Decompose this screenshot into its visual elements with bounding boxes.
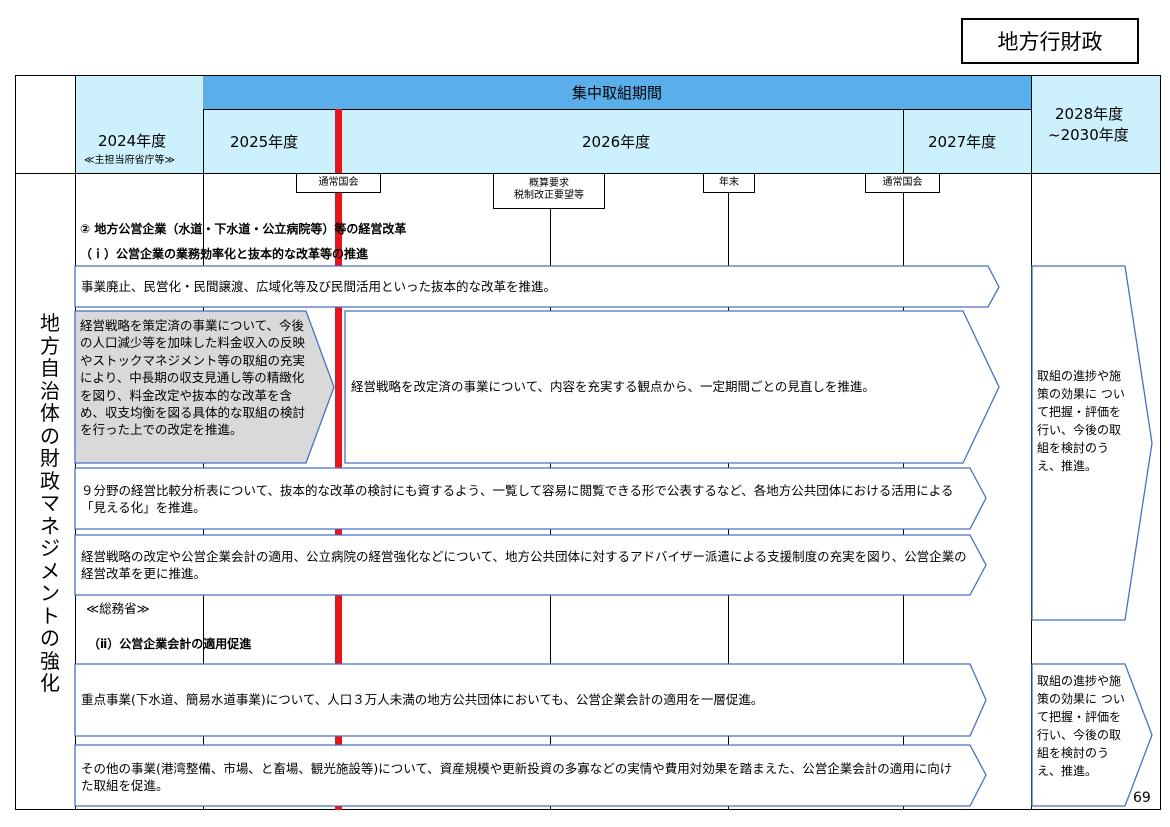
arrow-shape-2 <box>344 310 1000 464</box>
milestone-ordinary-diet-2: 通常国会 <box>865 173 940 193</box>
side-arrow-shape-1 <box>1031 265 1153 621</box>
fy2024-label: 2024年度 <box>98 132 167 150</box>
side-arrow-shape-2 <box>1031 663 1153 807</box>
fy2027-label: 2027年度 <box>928 133 997 151</box>
arrow-text-5: 重点事業(下水道、簡易水道事業)について、人口３万人未満の地方公共団体においても… <box>81 692 764 707</box>
fy2024-sub-label: ≪主担当府省庁等≫ <box>84 155 175 166</box>
arrow-shape-3 <box>74 467 987 530</box>
fy2025-label: 2025年度 <box>230 133 299 151</box>
table-frame <box>15 75 1161 810</box>
focus-period-label: 集中取組期間 <box>571 84 662 102</box>
current-date-red-line <box>335 109 342 810</box>
arrow-text-1: 事業廃止、民営化・民間譲渡、広域化等及び民間活用といった抜本的な改革を推進。 <box>81 279 557 294</box>
arrow-shape-6 <box>74 744 987 807</box>
side-text-1: 取組の進捗や施策の効果に ついて把握・評価を行い、今後の取組を検討のうえ、推進。 <box>1037 369 1125 473</box>
arrow-shape-1 <box>74 265 1000 308</box>
arrow-shape-5 <box>74 663 987 737</box>
arrow-text-2: 経営戦略を改定済の事業について、内容を充実する観点から、一定期間ごとの見直しを推… <box>351 379 875 394</box>
arrow-text-grey: 経営戦略を策定済の事業について、今後の人口減少等を加味した料金収入の反映やストッ… <box>80 318 306 438</box>
arrow-text-3: ９分野の経営比較分析表について、抜本的な改革の検討にも資するよう、一覧して容易に… <box>81 483 954 515</box>
milestone-year-end: 年末 <box>703 173 755 193</box>
fy2030-label: ~2030年度 <box>1048 126 1129 144</box>
vertical-section-title: 地方自 治体の 財政マ ネジメ ントの 強化 <box>40 311 60 695</box>
section-heading: ② 地方公営企業（水道・下水道・公立病院等）等の経営改革 <box>80 222 407 236</box>
subsection-heading-1: （ｉ）公営企業の業務効率化と抜本的な改革等の推進 <box>80 247 369 261</box>
fy2028-label: 2028年度 <box>1055 105 1124 123</box>
arrow-text-6: その他の事業(港湾整備、市場、と畜場、観光施設等)について、資産規模や更新投資の… <box>81 761 953 793</box>
page-number: 69 <box>1133 790 1151 806</box>
header-focus-period: 集中取組期間 <box>203 76 1031 109</box>
ministry-label: ≪総務省≫ <box>86 601 150 616</box>
arrow-shape-grey <box>74 310 335 464</box>
fy2026-label: 2026年度 <box>582 133 651 151</box>
milestone-budget-request: 概算要求 税制改正要望等 <box>493 173 605 209</box>
milestone-ordinary-diet-1: 通常国会 <box>296 173 381 193</box>
header-fy2028-cell <box>1031 76 1160 173</box>
grid-hline-period <box>203 109 1031 110</box>
header-fy2024-cell <box>76 76 203 173</box>
arrow-text-4: 経営戦略の改定や公営企業会計の適用、公立病院の経営強化などについて、地方公共団体… <box>81 549 967 581</box>
arrow-shape-4 <box>74 534 987 596</box>
side-text-2: 取組の進捗や施策の効果に ついて把握・評価を行い、今後の取組を検討のうえ、推進。 <box>1037 674 1125 778</box>
category-tag: 地方行財政 <box>961 18 1139 64</box>
subsection-heading-2: （ⅱ）公営企業会計の適用促進 <box>88 637 252 651</box>
